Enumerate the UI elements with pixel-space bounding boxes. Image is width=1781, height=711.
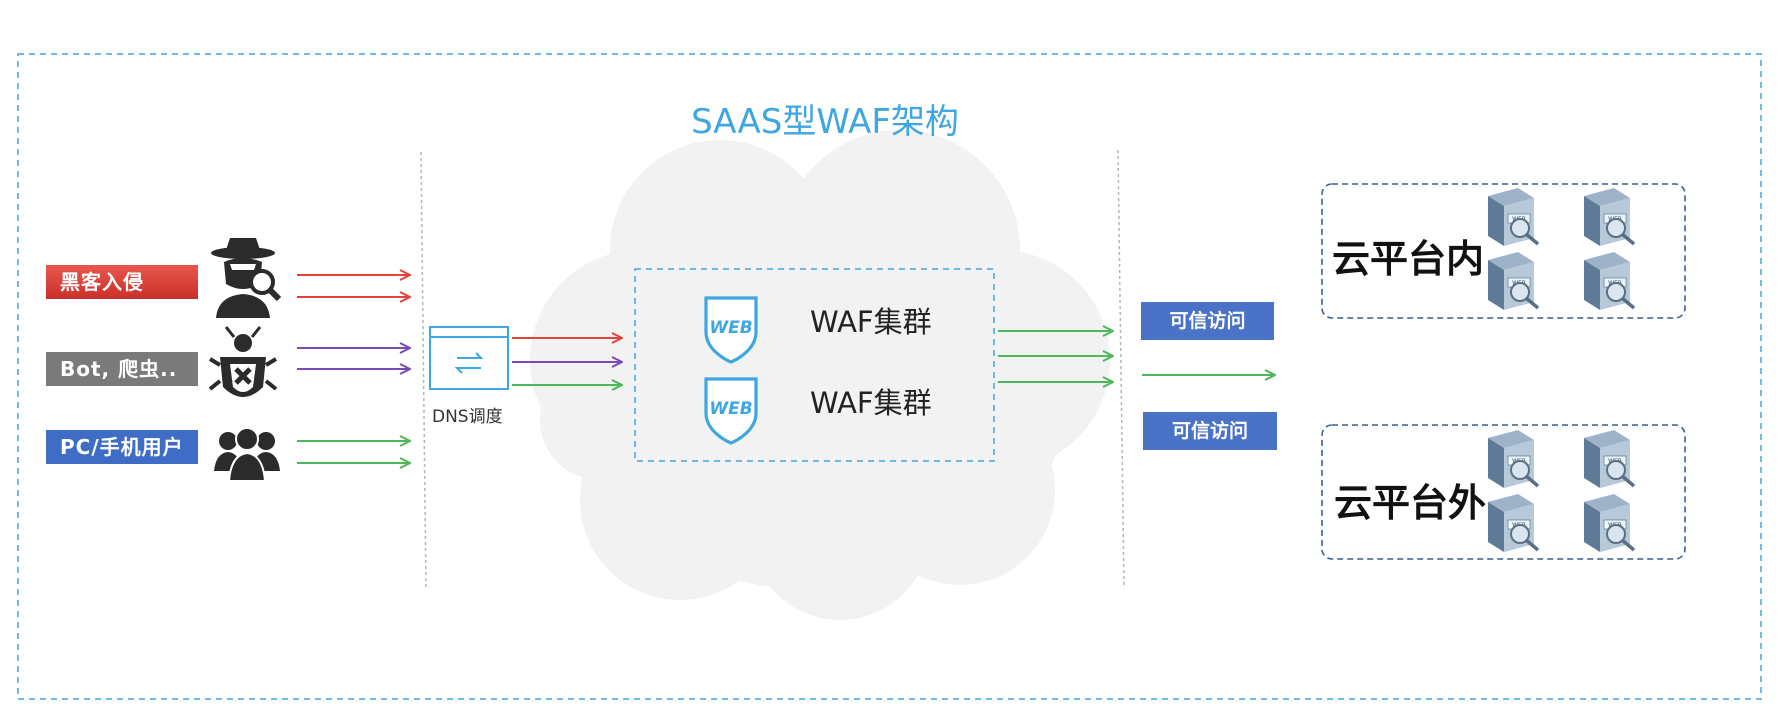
web-server-icon [1486,186,1540,248]
zone-box-outside [1321,424,1686,560]
zone-label-inside: 云平台内 [1332,237,1485,281]
waf-cluster-label-2: WAF集群 [810,386,932,420]
divider-left [420,151,427,591]
trusted-access-badge-1: 可信访问 [1141,302,1274,340]
dns-switch-icon [429,326,509,390]
diagram-title: SAAS型WAF架构 [691,102,959,142]
divider-right [1117,149,1125,589]
users-icon [214,427,280,482]
web-server-icon [1582,250,1636,312]
outer-frame [17,53,1762,700]
web-server-icon [1582,186,1636,248]
dns-label: DNS调度 [432,407,503,427]
web-server-icon [1582,428,1636,490]
waf-cluster-box [634,268,995,462]
source-badge-hacker: 黑客入侵 [46,265,198,299]
web-server-icon [1486,250,1540,312]
waf-cluster-label-1: WAF集群 [810,305,932,339]
hacker-icon [211,238,282,318]
zone-box-inside [1321,183,1686,319]
web-server-icon [1486,428,1540,490]
trusted-access-badge-2: 可信访问 [1143,412,1277,450]
zone-label-outside: 云平台外 [1334,481,1487,525]
source-badge-bot: Bot, 爬虫.. [46,352,198,386]
web-server-icon [1582,492,1636,554]
bug-icon [208,326,278,397]
web-server-icon [1486,492,1540,554]
source-badge-user: PC/手机用户 [46,430,198,464]
